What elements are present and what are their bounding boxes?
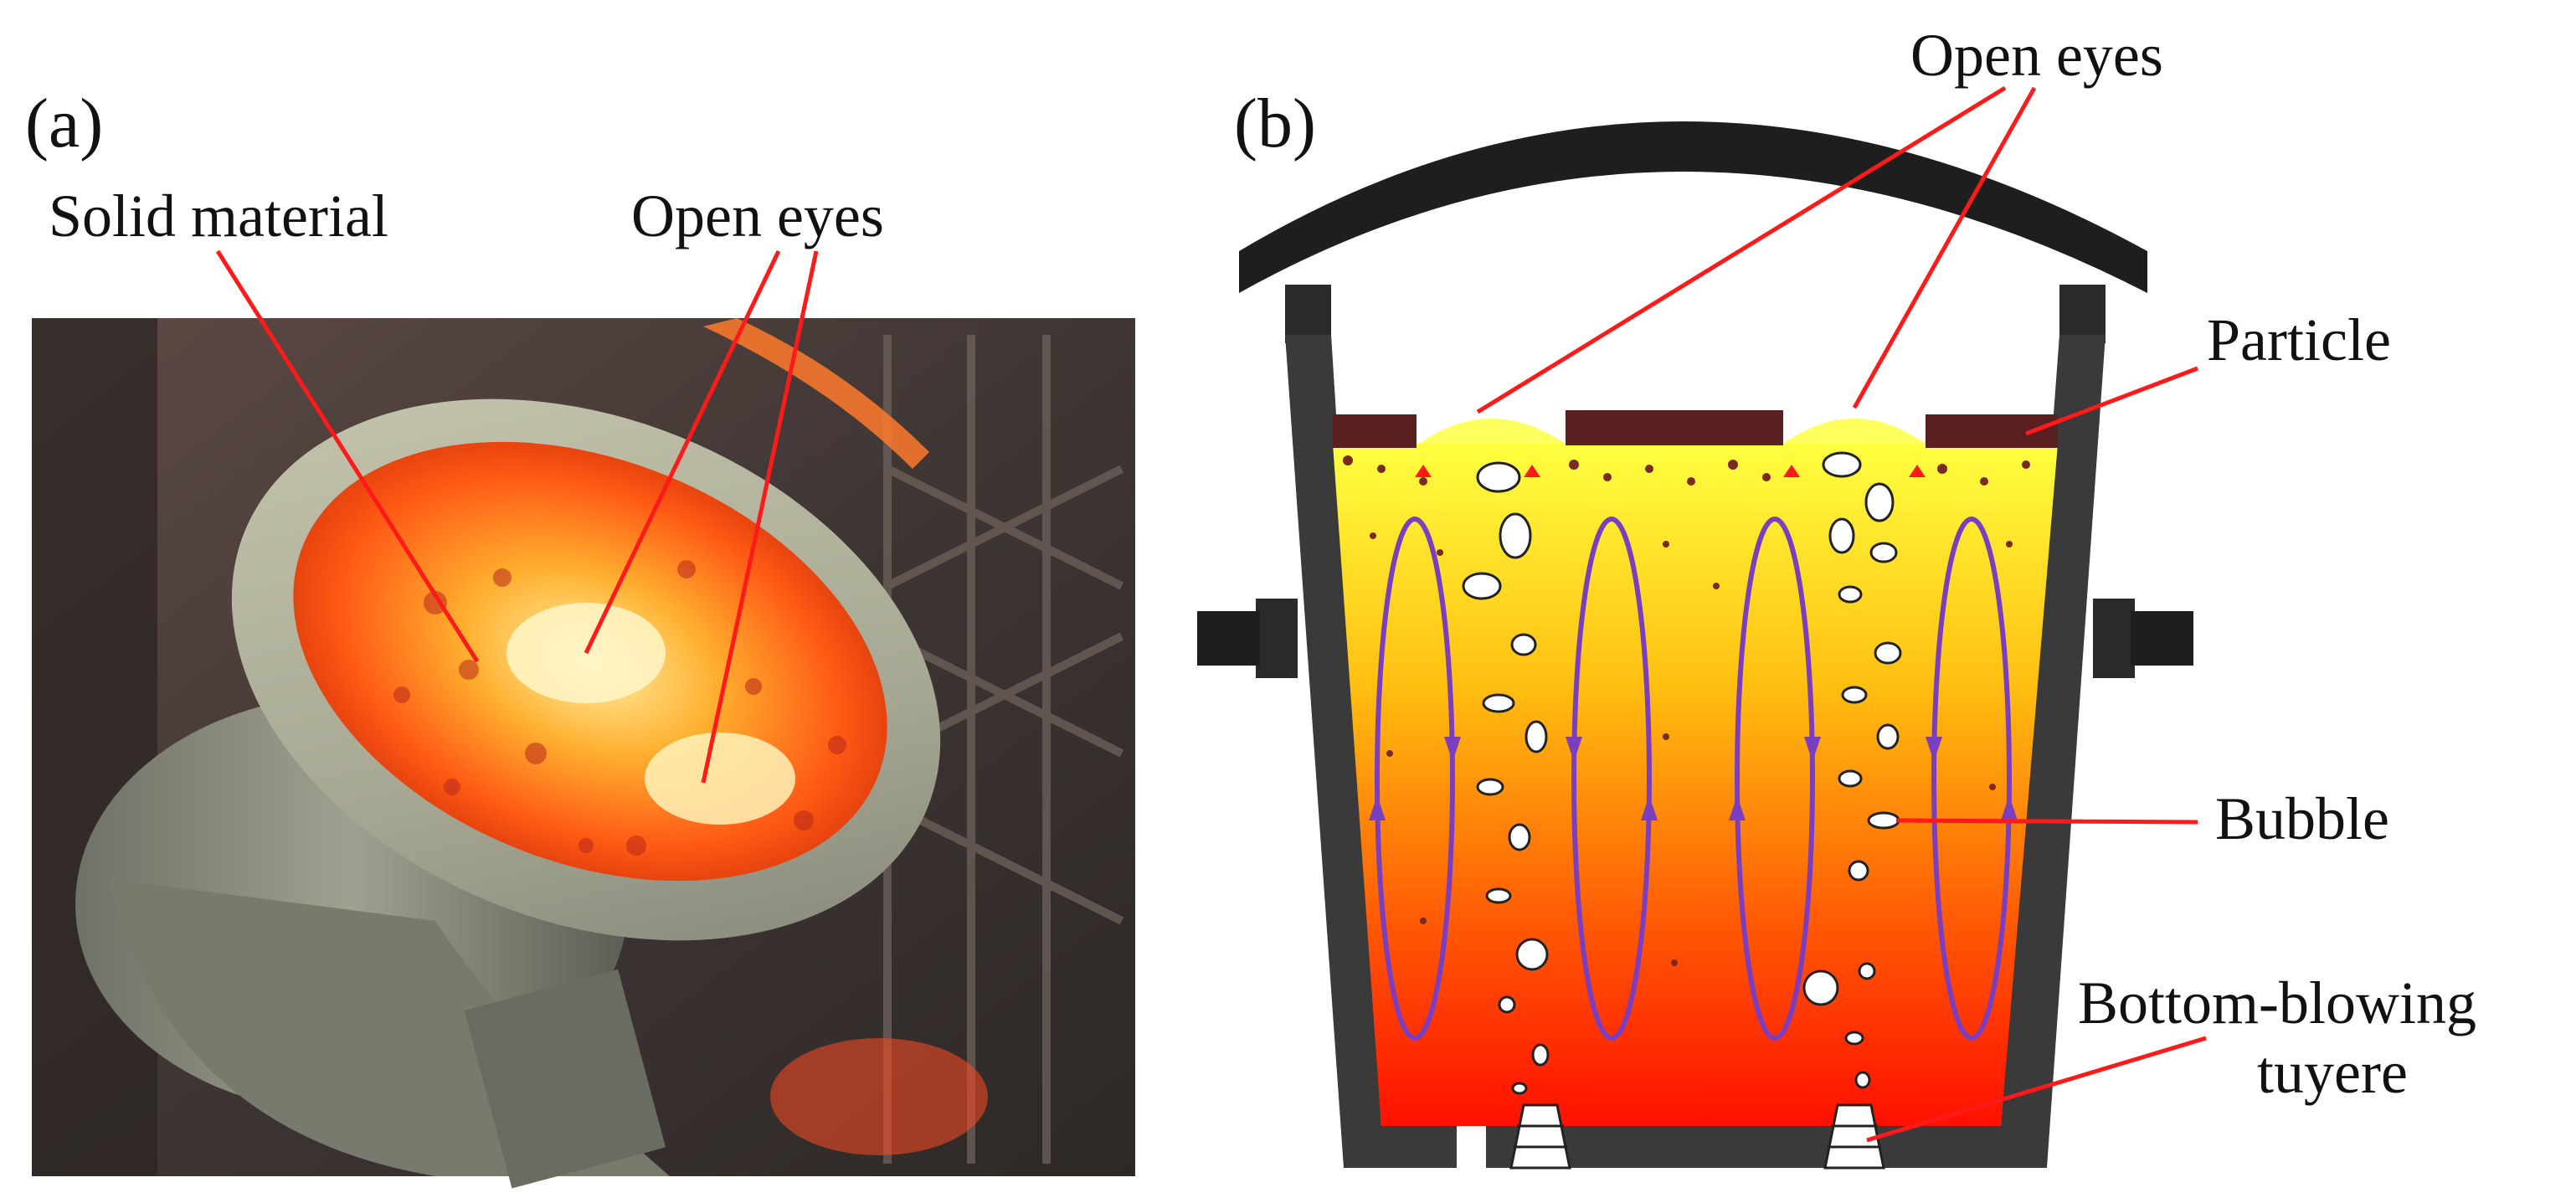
label-tuyere-line1: Bottom-blowing bbox=[2078, 969, 2476, 1036]
solid-material-speckles bbox=[393, 560, 846, 856]
open-eye-bulge-left bbox=[1419, 419, 1566, 444]
panel-b: (b) bbox=[1197, 22, 2476, 1170]
leader-bubble bbox=[1895, 818, 2198, 825]
label-solid-material: Solid material bbox=[49, 183, 388, 249]
tuyere-right bbox=[1823, 1103, 1885, 1170]
slide-gate bbox=[1457, 1126, 1486, 1168]
steel-structure bbox=[883, 335, 1124, 1164]
circulation-loop-1 bbox=[1375, 517, 1455, 1041]
label-open-eyes-b: Open eyes bbox=[1910, 22, 2163, 89]
label-tuyere-line2: tuyere bbox=[2257, 1039, 2408, 1106]
molten-steel bbox=[1333, 444, 2058, 1126]
trunnion-lug bbox=[464, 969, 666, 1189]
particle-layer bbox=[1333, 410, 2058, 448]
circulation-loop-2 bbox=[1571, 517, 1652, 1041]
leader-open-eye-1 bbox=[584, 249, 781, 655]
circulation-loop-4 bbox=[1931, 517, 2012, 1041]
leader-lines-a bbox=[215, 249, 819, 784]
trunnion-left-cap bbox=[1197, 611, 1260, 666]
trunnion-right-cap bbox=[2131, 611, 2193, 666]
leader-solid-material bbox=[215, 249, 480, 663]
handle-pin-right bbox=[2059, 285, 2106, 343]
ladle-wall bbox=[1285, 335, 2106, 1168]
bottom-glow bbox=[770, 1038, 988, 1155]
red-flow-arrows bbox=[1415, 465, 1926, 477]
trunnion-left bbox=[1256, 599, 1298, 678]
leader-lines-b bbox=[1476, 85, 2207, 1143]
trunnion-right bbox=[2093, 599, 2135, 678]
particle-dots bbox=[1343, 455, 2030, 966]
leader-open-eye-2 bbox=[701, 250, 819, 784]
label-particle: Particle bbox=[2207, 306, 2391, 373]
left-shadow bbox=[32, 318, 157, 1176]
pour-stream bbox=[703, 318, 929, 469]
circulation-loop-3 bbox=[1735, 517, 1815, 1041]
bubble-labelled bbox=[1867, 811, 1900, 830]
leader-open-eye-right bbox=[1852, 86, 2037, 409]
label-bubble: Bubble bbox=[2215, 785, 2389, 852]
ladle-photo bbox=[32, 318, 1135, 1189]
circulation-arrowheads bbox=[1369, 737, 2018, 820]
circulation-loops bbox=[1375, 517, 2012, 1041]
label-open-eyes-a: Open eyes bbox=[631, 183, 884, 249]
bubble-plume-right bbox=[1802, 451, 1902, 1089]
tuyere-left bbox=[1509, 1103, 1571, 1170]
handle-pin-left bbox=[1285, 285, 1331, 343]
leader-tuyere bbox=[1866, 1036, 2207, 1143]
panel-a-tag: (a) bbox=[25, 85, 103, 162]
panel-a: (a) bbox=[25, 85, 1135, 1189]
open-eye-spot-2 bbox=[645, 733, 795, 825]
leader-open-eye-left bbox=[1476, 85, 2007, 414]
open-eye-bulge-right bbox=[1783, 419, 1926, 444]
panel-b-tag: (b) bbox=[1234, 85, 1316, 162]
leader-particle bbox=[2025, 366, 2198, 436]
bubble-plume-left bbox=[1462, 461, 1550, 1095]
ladle-handle bbox=[1239, 121, 2147, 293]
